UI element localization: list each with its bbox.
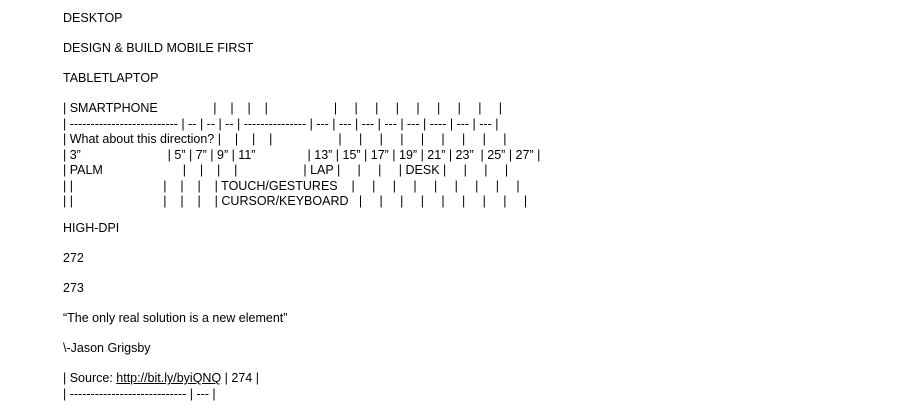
heading-tablet-laptop: TABLETLAPTOP: [63, 71, 159, 85]
heading-high-dpi: HIGH-DPI: [63, 221, 120, 235]
device-table-row-sizes: | 3” | 5” | 7” | 9” | 11” | 13” | 15” | …: [63, 147, 541, 162]
heading-desktop: DESKTOP: [63, 11, 123, 25]
quote-attribution: \-Jason Grigsby: [63, 341, 151, 355]
source-row-suffix: | 274 |: [221, 371, 259, 385]
device-table-row-palm-lap-desk: | PALM | | | | | LAP | | | | DESK | | | …: [63, 163, 509, 177]
device-table-row-smartphone: | SMARTPHONE | | | | | | | | | | | | |: [63, 101, 503, 115]
heading-mobile-first: DESIGN & BUILD MOBILE FIRST: [63, 41, 254, 55]
quote-text: “The only real solution is a new element…: [63, 311, 288, 325]
source-link[interactable]: http://bit.ly/byiQNQ: [116, 371, 222, 385]
device-table-divider: | -------------------------- | -- | -- |…: [63, 116, 499, 131]
slide-number-272: 272: [63, 251, 84, 265]
source-table-row: | Source: http://bit.ly/byiQNQ | 274 |: [63, 371, 259, 387]
device-table-row-touch: | | | | | | TOUCH/GESTURES | | | | | | |…: [63, 178, 520, 193]
device-table-row-cursor: | | | | | | CURSOR/KEYBOARD | | | | | | …: [63, 194, 528, 208]
source-row-prefix: | Source:: [63, 371, 117, 385]
source-table-divider: | ---------------------------- | --- |: [63, 386, 216, 401]
device-table-row-direction: | What about this direction? | | | | | |…: [63, 132, 507, 146]
slide-number-273: 273: [63, 281, 84, 295]
